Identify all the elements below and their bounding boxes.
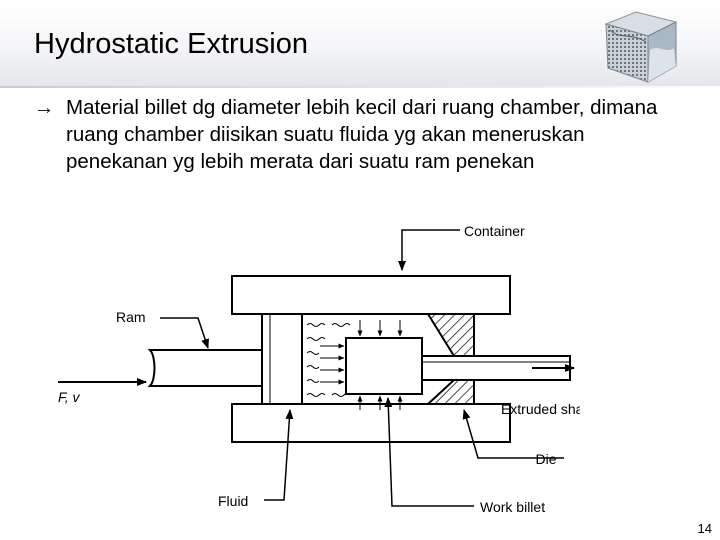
ram-head: [261, 313, 303, 405]
label-ram: Ram: [116, 309, 146, 325]
leader-lines: [160, 229, 564, 507]
slide-title: Hydrostatic Extrusion: [34, 28, 308, 60]
title-bar: [0, 0, 720, 88]
pressure-arrows: [320, 320, 403, 410]
ram-rod: [147, 349, 263, 387]
metal-cube-icon: [604, 11, 678, 83]
page-number: 14: [697, 521, 712, 536]
bullet-text: Material billet dg diameter lebih kecil …: [66, 96, 658, 173]
label-extruded-shape: Extruded shape: [501, 401, 580, 417]
die-bottom: [425, 379, 475, 405]
label-container: Container: [464, 223, 525, 239]
right-arrow-icon: →: [34, 96, 55, 119]
container-top-wall: [231, 275, 511, 315]
title-divider: [0, 86, 720, 88]
label-die: Die: [535, 451, 556, 467]
label-fluid: Fluid: [218, 493, 248, 509]
hydrostatic-extrusion-diagram: Container Ram F, v Extruded shape Die Fl…: [58, 223, 580, 515]
label-work-billet: Work billet: [480, 499, 545, 515]
fluid-marks: [306, 323, 351, 397]
bullet-point: → Material billet dg diameter lebih keci…: [34, 94, 684, 175]
die-top: [426, 313, 475, 357]
label-force: F, v: [58, 389, 81, 405]
work-billet: [345, 337, 423, 395]
